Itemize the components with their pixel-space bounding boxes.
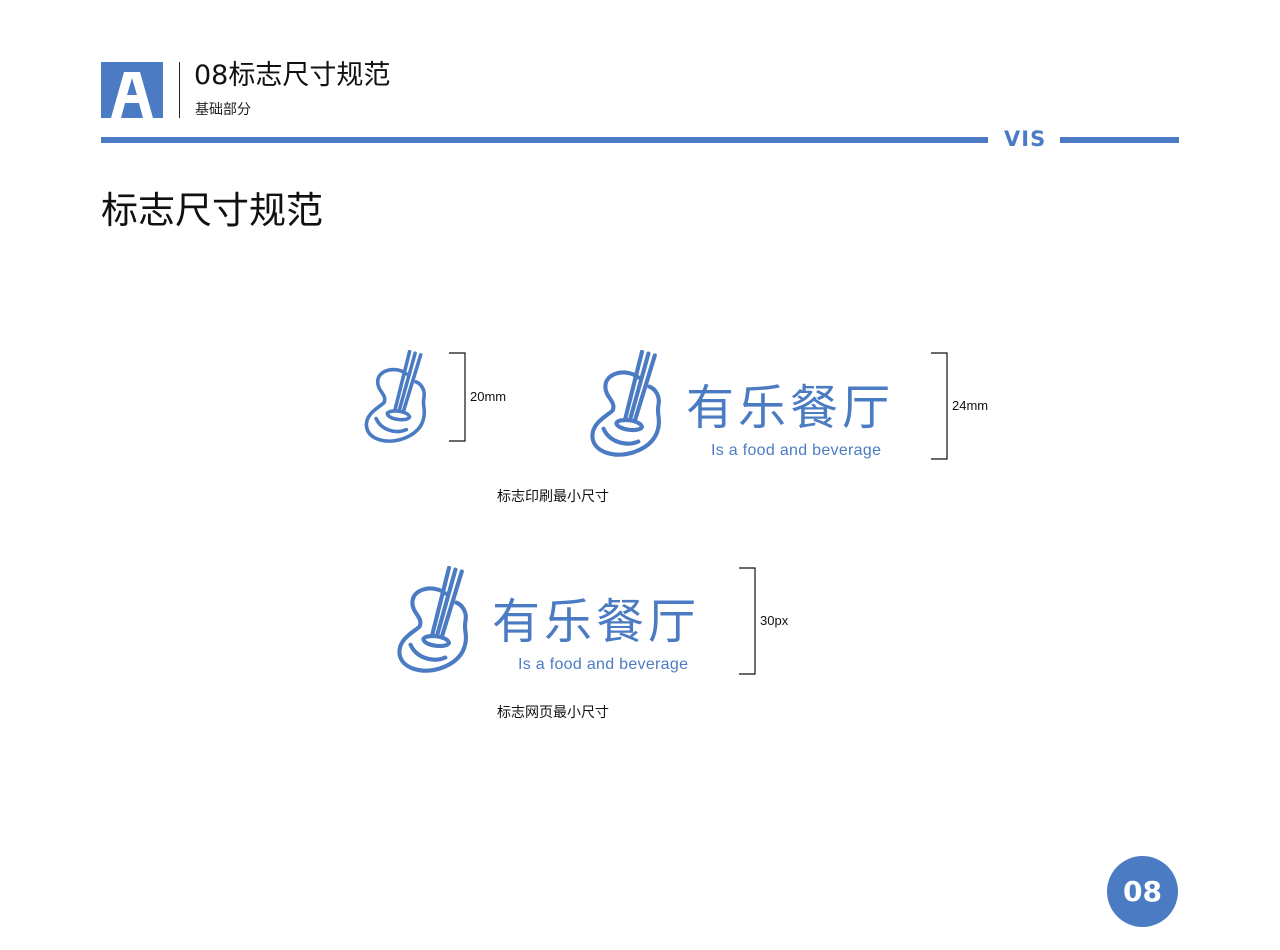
header-rule-left: [101, 137, 988, 143]
logo-tagline: Is a food and beverage: [518, 656, 689, 673]
page-title: 08标志尺寸规范: [194, 60, 391, 91]
logo-tagline: Is a food and beverage: [711, 442, 882, 459]
guitar-icon: [364, 350, 427, 443]
section-title: 标志尺寸规范: [101, 189, 323, 232]
page-subtitle: 基础部分: [195, 102, 251, 118]
logo-name: 有乐餐厅: [686, 380, 895, 436]
brand-a-logo: [101, 62, 163, 118]
header-divider: [179, 62, 180, 118]
size-bracket-20mm: [449, 352, 466, 442]
size-bracket-24mm: [931, 352, 948, 460]
guitar-icon: [590, 350, 662, 457]
size-label-24mm: 24mm: [952, 398, 989, 413]
web-min-caption: 标志网页最小尺寸: [497, 705, 609, 721]
size-label-30px: 30px: [760, 613, 789, 628]
print-min-caption: 标志印刷最小尺寸: [497, 489, 609, 505]
size-bracket-30px: [739, 567, 756, 675]
header-rule-right: [1060, 137, 1179, 143]
vis-label: VIS: [1004, 127, 1047, 151]
size-label-20mm: 20mm: [470, 389, 507, 404]
logo-name: 有乐餐厅: [492, 594, 701, 650]
guitar-icon: [397, 566, 469, 673]
page-number-badge: 08: [1107, 856, 1178, 927]
